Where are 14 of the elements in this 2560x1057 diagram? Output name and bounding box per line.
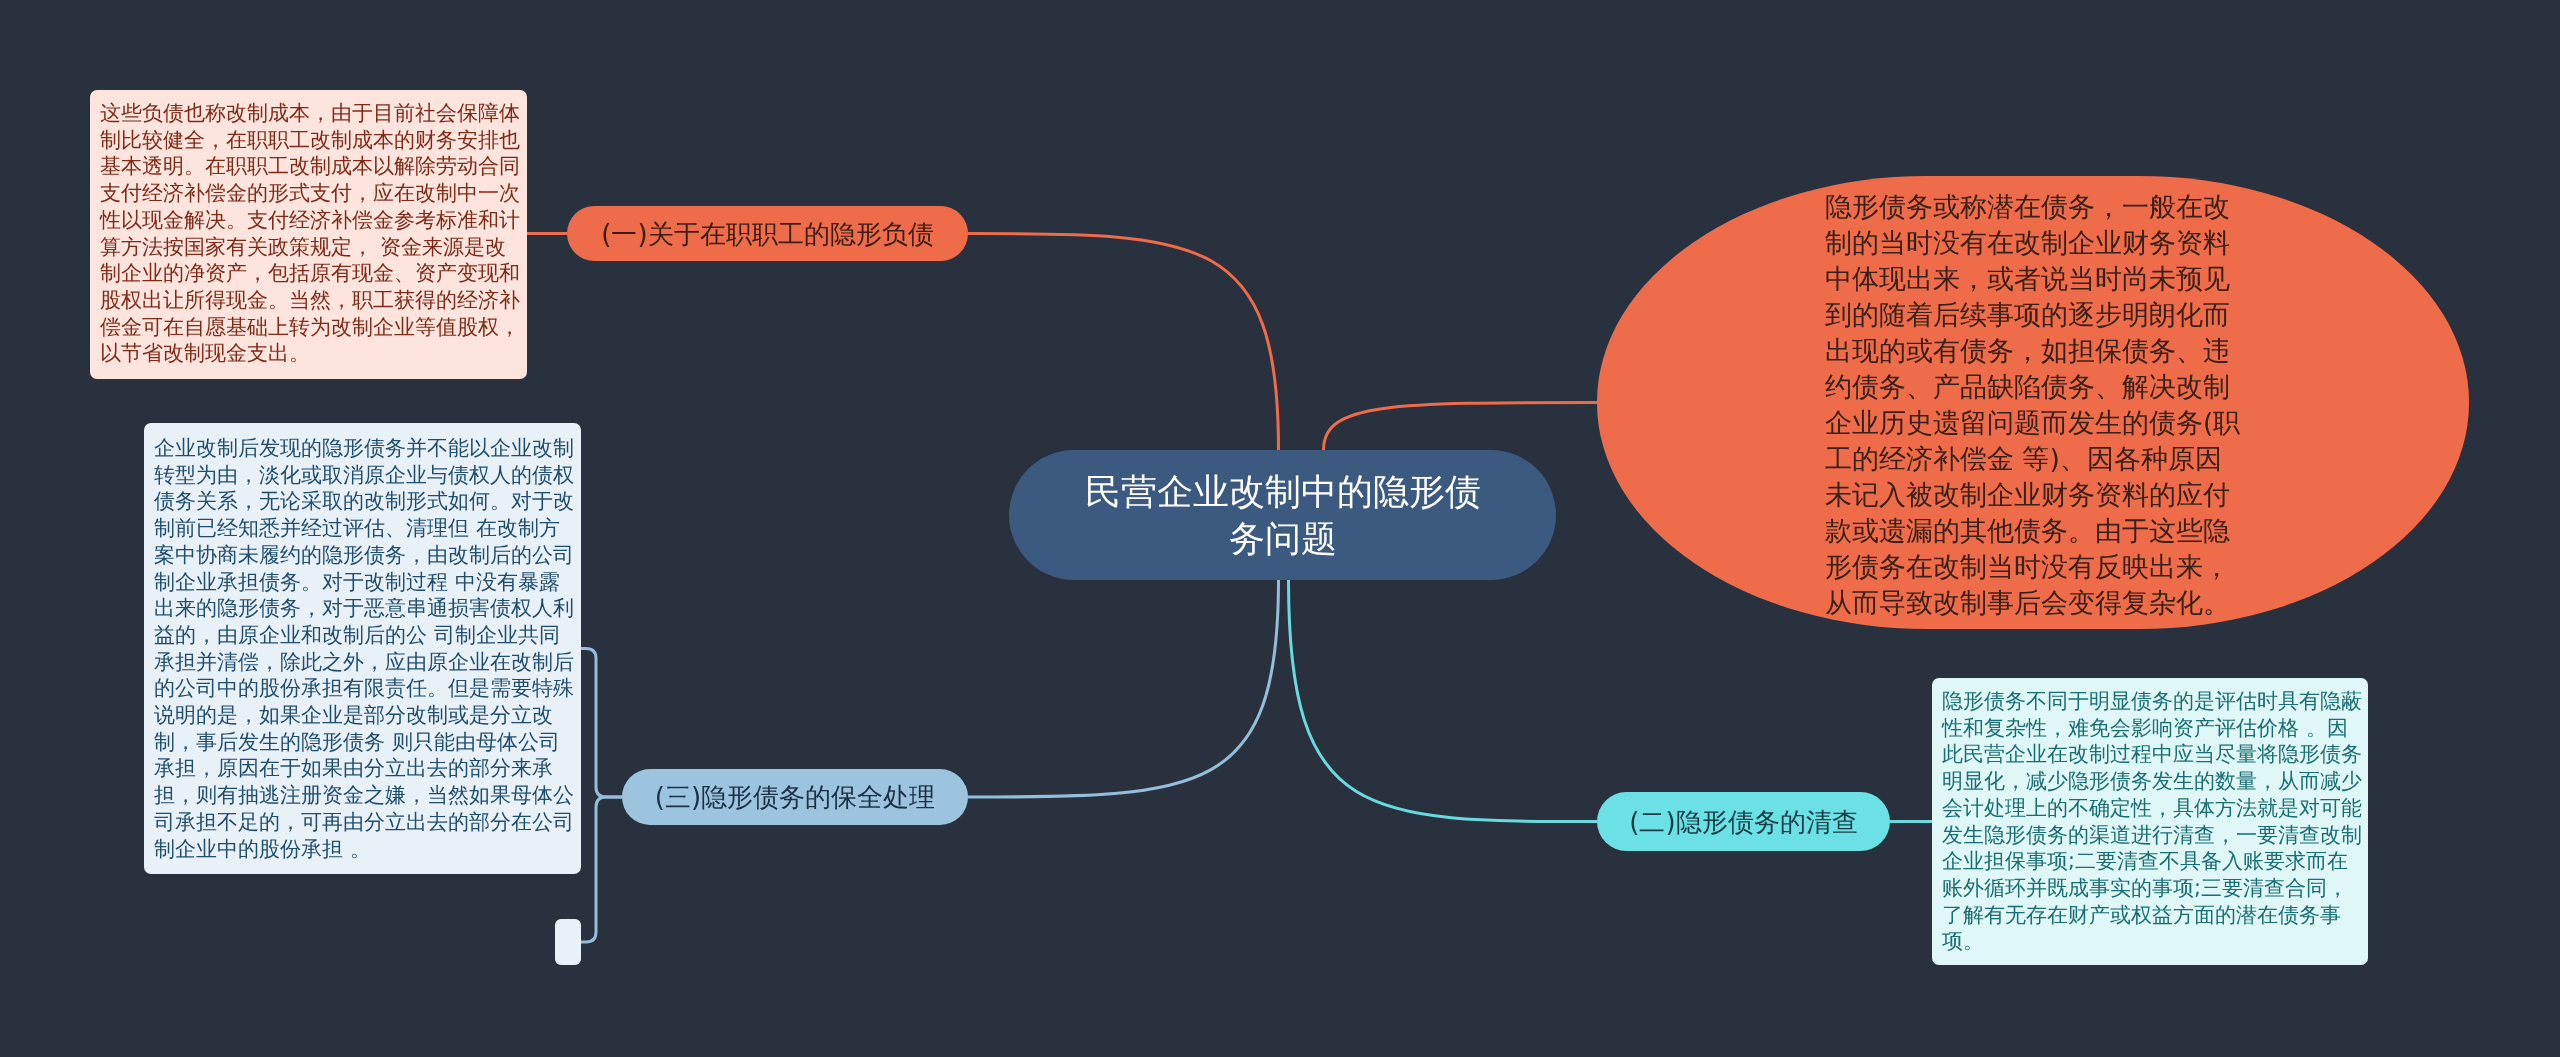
connector-line [1287,579,1597,823]
empty-card [555,919,581,965]
connector-line [527,232,567,235]
connector-line [1890,820,1932,823]
text-card: 隐形债务不同于明显债务的是评估时具有隐蔽性和复杂性，难免会影响资产评估价格 。因此民营企业在改制过程中应当尽量将隐形债务明显化，减少隐形债务发生的数量，从而减少会计处理上的不确定性，具体方法就是对可能发生隐形债务的渠道进行清查，一要清查改制企业担保事项;二要清查不具备入账要求而在账外循环并既成事实的事项;三要清查合同，了解有无存在财产或权益方面的潜在债务事项。 [1932,678,2368,965]
connector-line [1322,401,1597,451]
branch-pill: (二)隐形债务的清查 [1597,792,1890,851]
connector-line [968,579,1280,799]
connector-line [968,232,1280,451]
branch-pill: (一)关于在职职工的隐形负债 [567,206,968,261]
branch-pill: (三)隐形债务的保全处理 [622,769,968,825]
text-card: 这些负债也称改制成本，由于目前社会保障体制比较健全，在职职工改制成本的财务安排也基本透明。在职职工改制成本以解除劳动合同支付经济补偿金的形式支付，应在改制中一次性以现金解决。支付经济补偿金参考标准和计算方法按国家有关政策规定， 资金来源是改制企业的净资产，包括原有现金、资产变现和股权出让所得现金。当然，职工获得的经济补偿金可在自愿基础上转为改制企业等值股权，以节省改制现金支出。 [90,90,527,379]
text-card: 企业改制后发现的隐形债务并不能以企业改制转型为由，淡化或取消原企业与债权人的债权债务关系，无论采取的改制形式如何。对于改制前已经知悉并经过评估、清理但 在改制方案中协商未履约的隐形债务，由改制后的公司制企业承担债务。对于改制过程 中没有暴露出来的隐形债务，对于恶意串通损害债权人利益的，由原企业和改制后的公 司制企业共同承担并清偿，除此之外，应由原企业在改制后的公司中的股份承担有限责任。但是需要特殊说明的是，如果企业是部分改制或是分立改制，事后发生的隐形债务 则只能由母体公司承担，原因在于如果由分立出去的部分来承担，则有抽逃注册资金之嫌，当然如果母体公司承担不足的，可再由分立出去的部分在公司制企业中的股份承担 。 [144,423,581,874]
topic-pill: 民营企业改制中的隐形债务问题 [1009,450,1556,580]
